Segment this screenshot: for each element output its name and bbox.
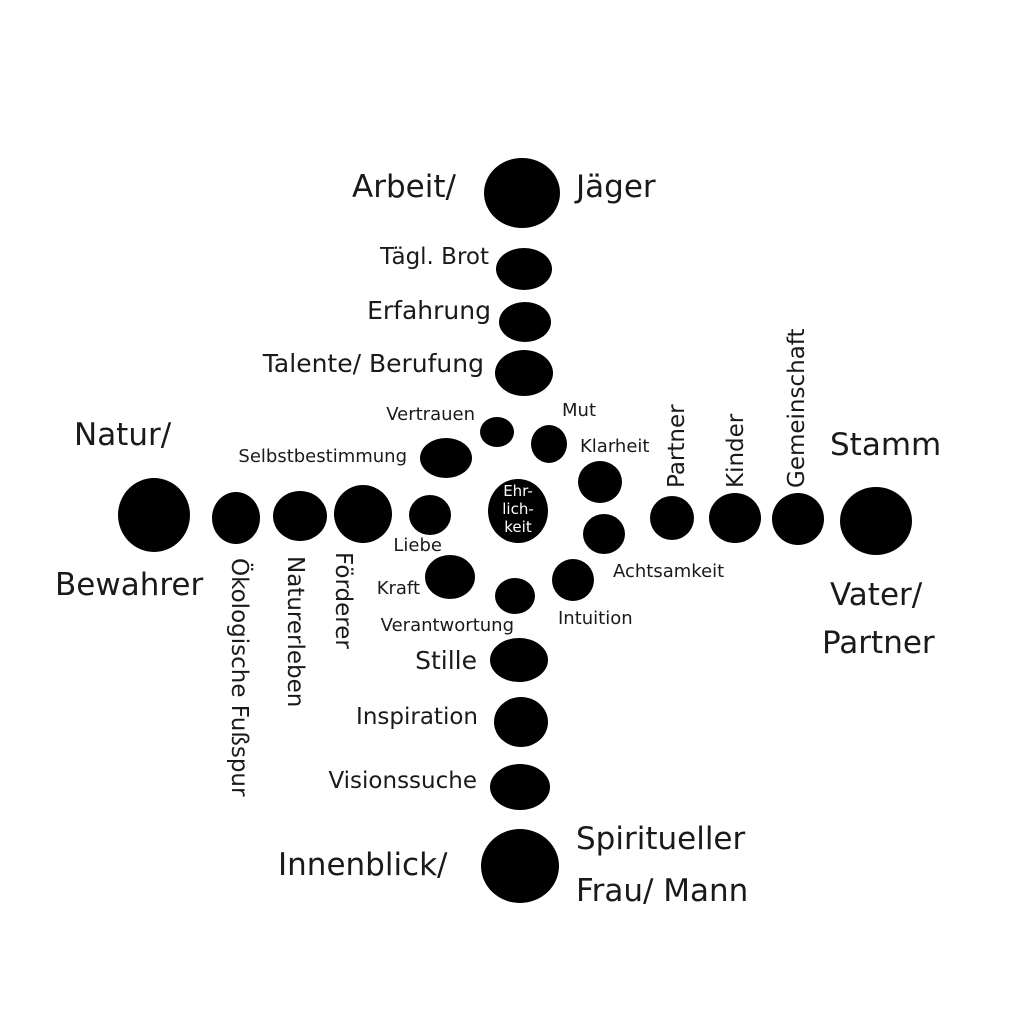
label-selbstbestimmung: Selbstbestimmung xyxy=(238,446,407,467)
center-line-1: Ehr- xyxy=(503,482,533,500)
center-line-2: lich- xyxy=(502,500,534,518)
stone-selbstbestimmung xyxy=(420,438,472,478)
label-east-bottom-1: Vater/ xyxy=(830,577,923,613)
stone-north-major xyxy=(484,158,560,228)
stone-inspiration xyxy=(494,697,548,747)
stone-vertrauen xyxy=(480,417,514,447)
stone-intuition xyxy=(552,559,594,601)
stone-mut xyxy=(531,425,567,463)
label-west-top: Natur/ xyxy=(74,417,172,453)
stone-naturerleben xyxy=(273,491,327,541)
stone-erfahrung xyxy=(499,302,551,342)
label-kinder: Kinder xyxy=(723,413,749,488)
stone-east-major xyxy=(840,487,912,555)
stone-west-major xyxy=(118,478,190,552)
stone-south-major xyxy=(481,829,559,903)
stone-center xyxy=(488,479,548,543)
label-north-right: Jäger xyxy=(576,169,656,205)
label-verantwortung: Verantwortung xyxy=(380,615,514,636)
label-intuition: Intuition xyxy=(558,608,633,629)
label-kraft: Kraft xyxy=(376,578,420,599)
label-gemeinschaft: Gemeinschaft xyxy=(784,328,810,488)
label-south-left: Innenblick/ xyxy=(278,847,448,883)
stone-visionssuche xyxy=(490,764,550,810)
label-vertrauen: Vertrauen xyxy=(386,404,475,425)
stone-partner xyxy=(650,496,694,540)
label-south-right-1: Spiritueller xyxy=(576,821,746,857)
stone-oekologische-fussspur xyxy=(212,492,260,544)
stone-gemeinschaft xyxy=(772,493,824,545)
label-foerderer: Förderer xyxy=(330,552,356,649)
label-south-right-2: Frau/ Mann xyxy=(576,873,749,909)
label-taegl-brot: Tägl. Brot xyxy=(380,244,489,270)
label-north-left: Arbeit/ xyxy=(352,169,456,205)
label-east-top: Stamm xyxy=(830,427,942,463)
stone-klarheit xyxy=(578,461,622,503)
label-liebe: Liebe xyxy=(393,535,442,556)
label-erfahrung: Erfahrung xyxy=(367,296,491,325)
stone-kinder xyxy=(709,493,761,543)
label-talente: Talente/ Berufung xyxy=(262,349,484,378)
label-partner: Partner xyxy=(664,404,690,488)
label-stille: Stille xyxy=(415,646,477,675)
center-label: Ehr- lich- keit xyxy=(491,482,545,536)
stone-kraft xyxy=(425,555,475,599)
label-klarheit: Klarheit xyxy=(580,436,650,457)
label-inspiration: Inspiration xyxy=(356,704,478,730)
stone-liebe xyxy=(409,495,451,535)
stone-stille xyxy=(490,638,548,682)
stone-taegl-brot xyxy=(496,248,552,290)
stone-foerderer xyxy=(334,485,392,543)
label-naturerleben: Naturerleben xyxy=(282,556,308,708)
center-line-3: keit xyxy=(504,518,532,536)
label-east-bottom-2: Partner xyxy=(822,625,935,661)
label-visionssuche: Visionssuche xyxy=(328,768,477,794)
label-oekologische-fussspur: Ökologische Fußspur xyxy=(226,558,252,797)
stone-verantwortung xyxy=(495,578,535,614)
stone-talente xyxy=(495,350,553,396)
label-west-bottom: Bewahrer xyxy=(55,567,204,603)
stone-achtsamkeit xyxy=(583,514,625,554)
label-achtsamkeit: Achtsamkeit xyxy=(613,561,725,582)
label-mut: Mut xyxy=(562,400,596,421)
